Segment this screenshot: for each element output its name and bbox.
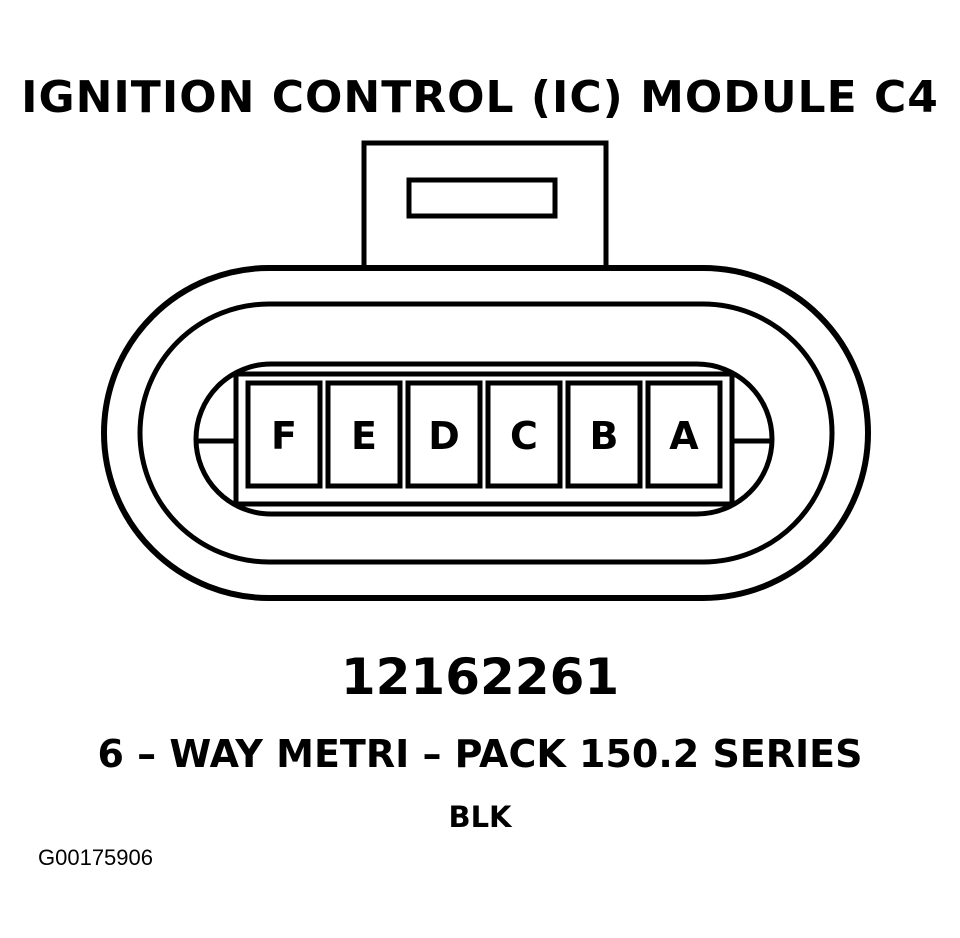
pin-cavity-f <box>245 380 323 489</box>
connector-color: BLK <box>448 800 512 834</box>
diagram-title: IGNITION CONTROL (IC) MODULE C4 <box>21 72 939 123</box>
connector-series: 6 – WAY METRI – PACK 150.2 SERIES <box>97 732 863 776</box>
connector-lock-slot <box>406 177 558 219</box>
pin-label-d: D <box>428 414 460 458</box>
figure-reference-id: G00175906 <box>38 845 153 870</box>
pin-label-e: E <box>351 414 377 458</box>
pin-label-a: A <box>669 414 699 458</box>
pin-cavity-a <box>645 380 723 489</box>
pin-label-b: B <box>590 414 619 458</box>
pin-label-f: F <box>271 414 297 458</box>
pin-row: F E D C B A <box>245 380 723 489</box>
pin-cavity-d <box>405 380 483 489</box>
part-number: 12162261 <box>340 648 620 706</box>
pin-cavity-e <box>325 380 403 489</box>
pin-cavity-b <box>565 380 643 489</box>
pin-cavity-c <box>485 380 563 489</box>
pin-label-c: C <box>510 414 538 458</box>
